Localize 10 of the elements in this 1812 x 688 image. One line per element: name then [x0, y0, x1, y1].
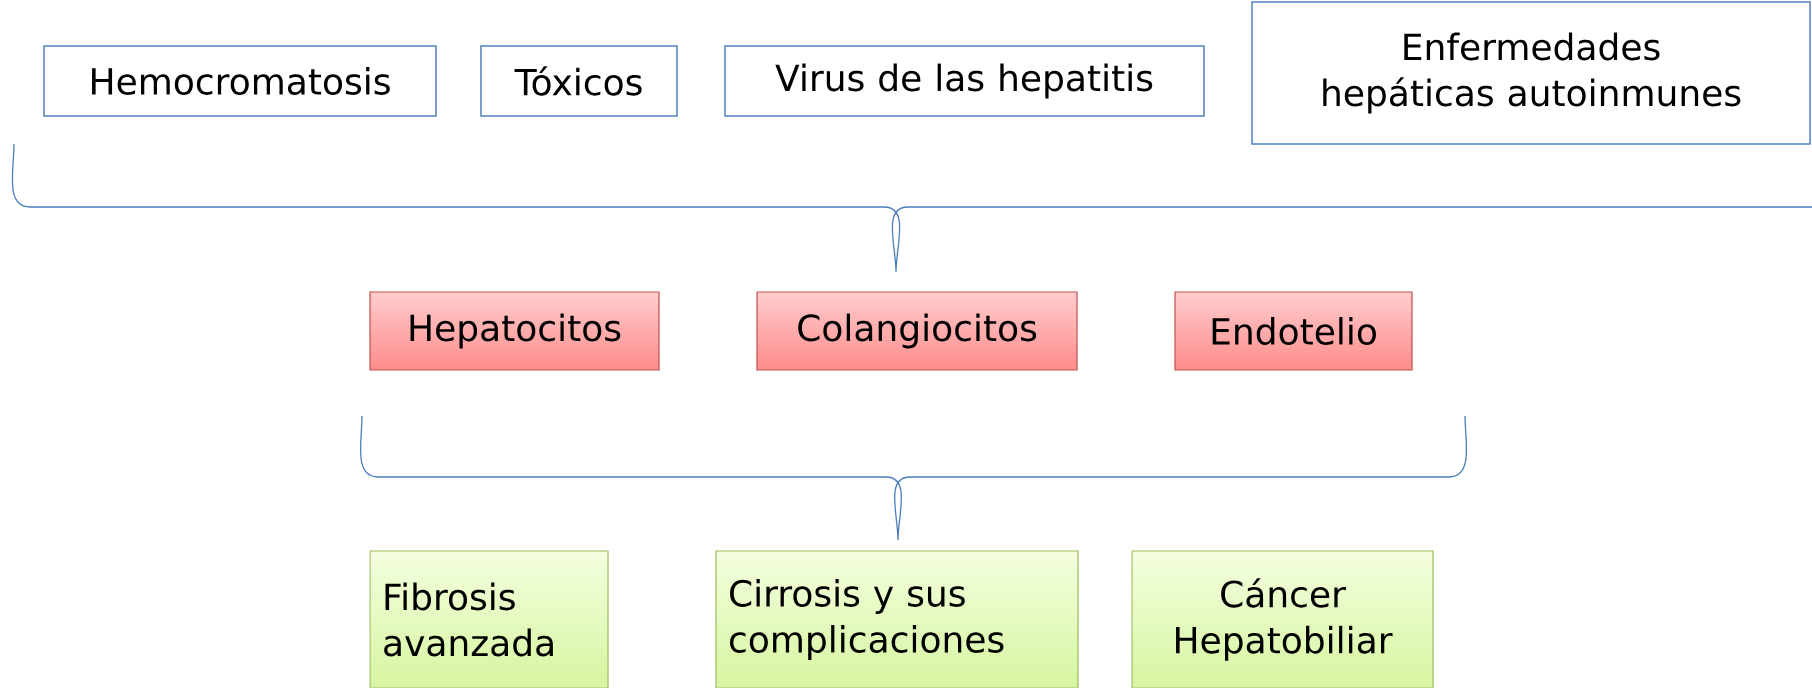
outcome-box: Fibrosis avanzada	[369, 550, 609, 688]
cause-box: Hemocromatosis	[43, 45, 437, 117]
cell-box: Hepatocitos	[369, 291, 660, 371]
outcome-box: Cáncer Hepatobiliar	[1131, 550, 1434, 688]
outcome-box: Cirrosis y sus complicaciones	[715, 550, 1079, 688]
cell-box: Endotelio	[1174, 291, 1413, 371]
cause-box: Virus de las hepatitis	[724, 45, 1205, 117]
cause-box: Enfermedades hepáticas autoinmunes	[1251, 1, 1811, 145]
cell-box: Colangiocitos	[756, 291, 1078, 371]
cause-box: Tóxicos	[480, 45, 678, 117]
